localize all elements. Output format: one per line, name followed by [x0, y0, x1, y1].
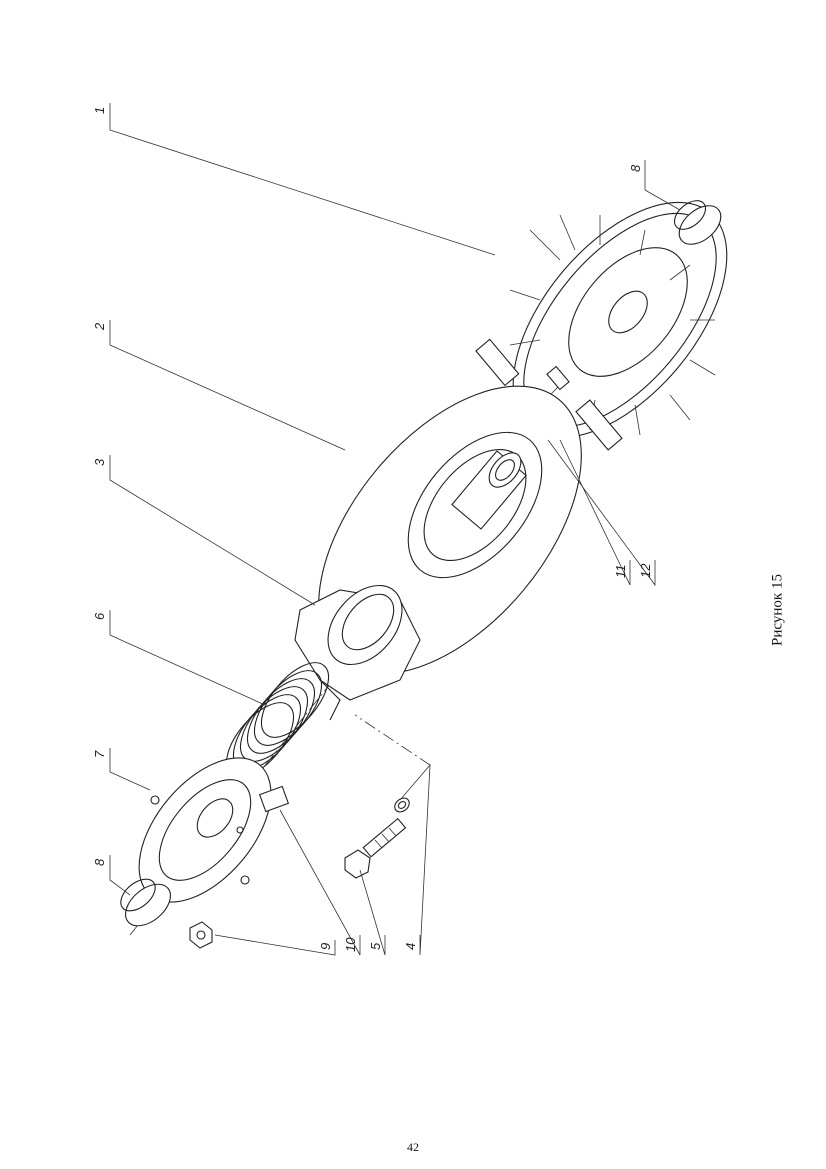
callout-labels: 1 2 3 6 7 8 8 9 10 5 4 11 12 [92, 107, 653, 952]
callout-6: 6 [92, 612, 107, 620]
part-7-cover-plate [138, 757, 272, 903]
callout-4: 4 [403, 943, 418, 950]
callout-8-right: 8 [628, 164, 643, 172]
part-1-ribbed-disc [475, 201, 728, 451]
callout-5: 5 [368, 942, 383, 950]
callout-1: 1 [92, 107, 107, 114]
part-10-slider [258, 785, 290, 813]
callout-8-left: 8 [92, 858, 107, 866]
leader-lines [109, 103, 681, 956]
part-4-o-ring [394, 797, 410, 813]
figure-caption: Рисунок 15 [769, 574, 786, 646]
callout-3: 3 [92, 458, 107, 466]
part-8-bushing-right [673, 200, 722, 245]
part-9-nut [189, 921, 213, 949]
callout-12: 12 [638, 563, 653, 578]
part-3-cam-sleeve [294, 584, 421, 721]
callout-11: 11 [613, 565, 628, 579]
part-5-bolt [344, 817, 407, 879]
page-number: 42 [407, 1140, 419, 1154]
callout-2: 2 [92, 322, 107, 331]
callout-7: 7 [92, 750, 107, 758]
callout-10: 10 [343, 937, 358, 952]
part-8-bushing-left [120, 878, 171, 927]
callout-9: 9 [318, 943, 333, 950]
